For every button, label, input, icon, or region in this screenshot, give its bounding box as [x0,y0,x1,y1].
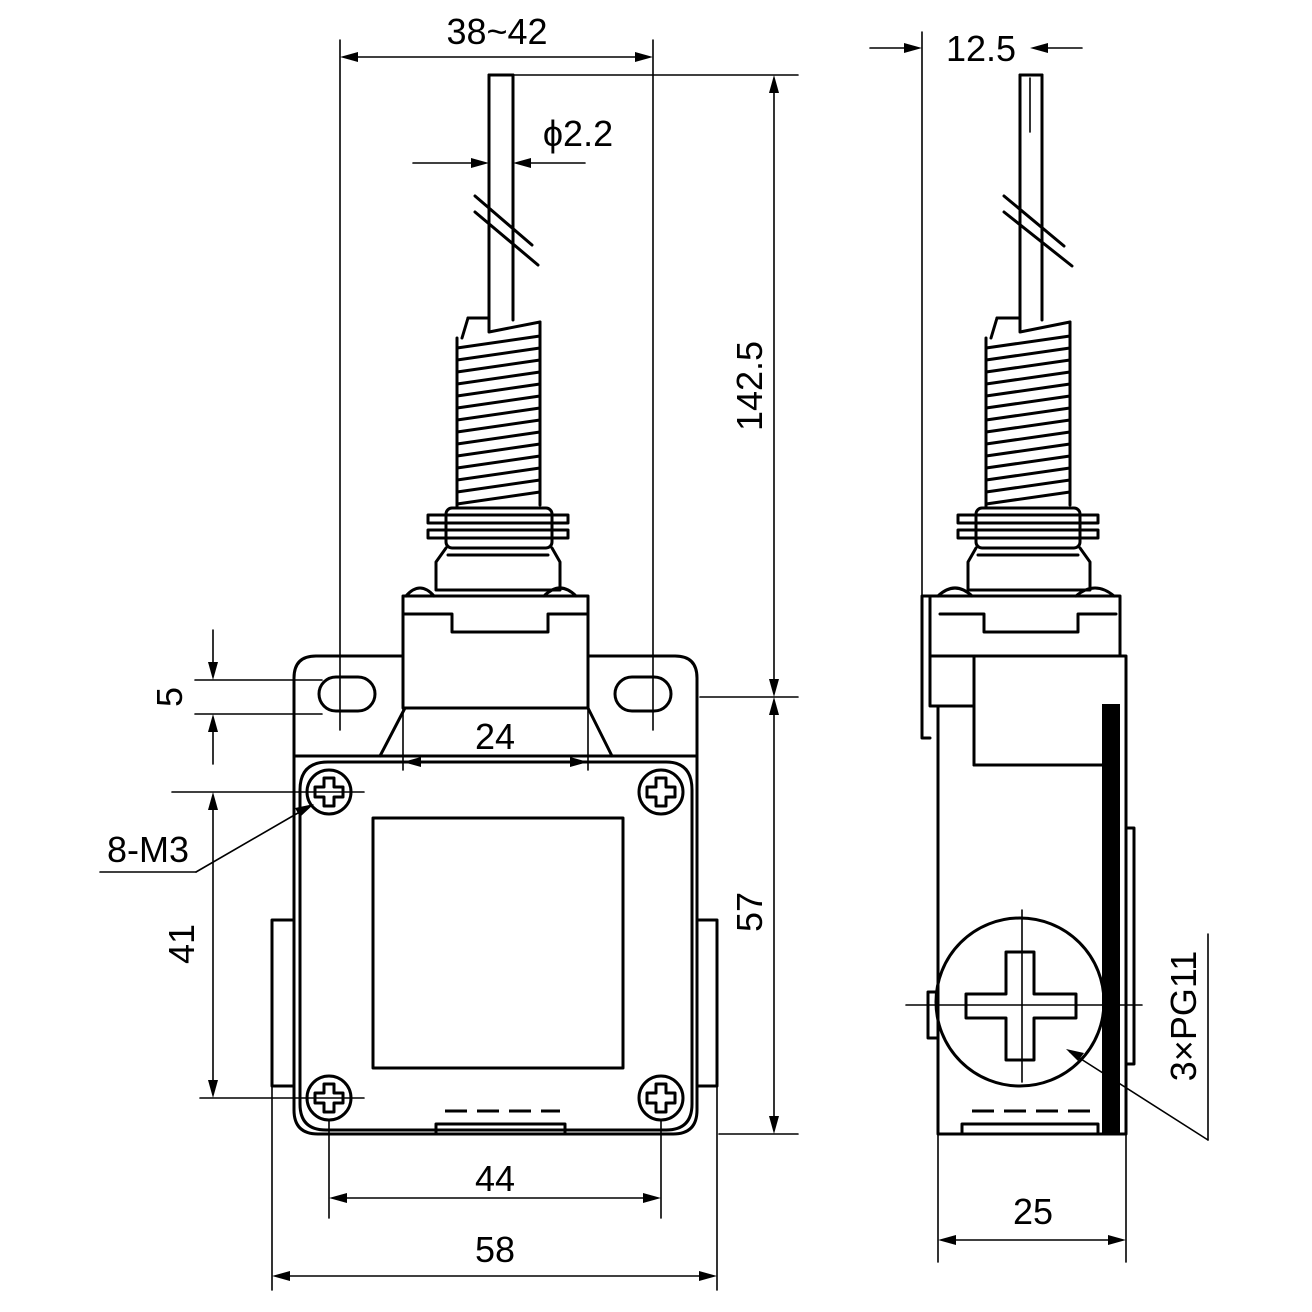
front-view [270,73,719,1136]
dim-total-height: 142.5 [729,341,770,431]
front-body [270,754,719,1136]
front-mounting-flange [292,654,699,758]
dim-38-42: 38~42 [446,11,547,52]
dim-screw-horizontal: 44 [475,1158,515,1199]
side-cover-plate [1102,704,1120,1134]
screw-icon [637,768,685,816]
dim-side-depth: 25 [1013,1191,1053,1232]
dim-slot-pitch: 5 [149,687,190,707]
front-wire-rod [473,73,540,322]
front-collar [426,506,570,592]
dimension-lines [99,31,1209,1291]
side-body [926,654,1136,1136]
label-conduit: 3×PG11 [1163,951,1204,1081]
dim-screw-vertical: 41 [161,924,202,964]
conduit-fitting [905,909,1143,1088]
label-screws: 8-M3 [107,829,189,870]
screw-icon [637,1074,685,1122]
dim-wire-diameter: ϕ2.2 [543,113,613,154]
side-wire-rod [1002,73,1074,322]
dim-neck-width: 24 [475,716,515,757]
side-head-block [920,586,1122,744]
front-head-block [401,586,590,710]
front-coil-spring [455,316,542,510]
dim-body-width: 58 [475,1229,515,1270]
dim-side-offset: 12.5 [946,28,1016,69]
dimension-labels: 38~42 ϕ2.2 12.5 142.5 5 24 8-M3 41 57 44… [107,11,1204,1270]
side-collar [956,506,1100,592]
cross-slot-icon [964,950,1078,1062]
side-view [905,73,1143,1136]
side-coil-spring [984,316,1072,510]
dim-body-height: 57 [729,892,770,932]
